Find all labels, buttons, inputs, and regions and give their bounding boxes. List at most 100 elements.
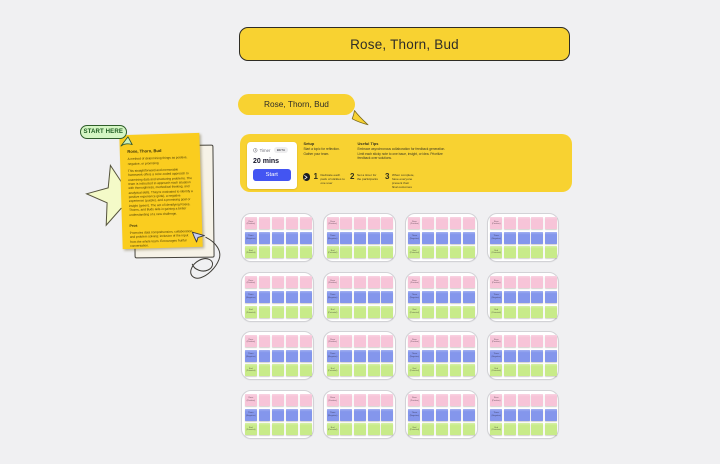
blank-sticky[interactable] [258,408,271,421]
blank-sticky[interactable] [285,408,298,421]
blank-sticky[interactable] [449,408,462,421]
blank-sticky[interactable] [503,305,516,318]
blank-sticky[interactable] [272,231,285,244]
blank-sticky[interactable] [340,408,353,421]
blank-sticky[interactable] [517,394,530,407]
labeled-sticky[interactable]: Thorn (Negative) [244,291,257,304]
labeled-sticky[interactable]: Bud (Potential) [244,246,257,259]
blank-sticky[interactable] [258,305,271,318]
sticky-pack-card[interactable]: Rose (Positive)Thorn (Negative)Bud (Pote… [323,331,396,381]
blank-sticky[interactable] [367,364,380,377]
blank-sticky[interactable] [531,335,544,348]
blank-sticky[interactable] [449,246,462,259]
blank-sticky[interactable] [422,349,435,362]
blank-sticky[interactable] [449,335,462,348]
blank-sticky[interactable] [449,291,462,304]
blank-sticky[interactable] [463,246,476,259]
blank-sticky[interactable] [285,231,298,244]
blank-sticky[interactable] [381,217,394,230]
labeled-sticky[interactable]: Bud (Potential) [408,305,421,318]
blank-sticky[interactable] [422,364,435,377]
blank-sticky[interactable] [422,246,435,259]
blank-sticky[interactable] [367,394,380,407]
blank-sticky[interactable] [422,276,435,289]
blank-sticky[interactable] [258,349,271,362]
labeled-sticky[interactable]: Rose (Positive) [326,276,339,289]
labeled-sticky[interactable]: Bud (Potential) [326,305,339,318]
blank-sticky[interactable] [258,335,271,348]
blank-sticky[interactable] [367,305,380,318]
blank-sticky[interactable] [272,276,285,289]
blank-sticky[interactable] [285,291,298,304]
blank-sticky[interactable] [531,394,544,407]
blank-sticky[interactable] [503,335,516,348]
blank-sticky[interactable] [517,349,530,362]
blank-sticky[interactable] [381,246,394,259]
blank-sticky[interactable] [422,217,435,230]
blank-sticky[interactable] [367,349,380,362]
blank-sticky[interactable] [340,423,353,436]
blank-sticky[interactable] [503,408,516,421]
blank-sticky[interactable] [299,394,312,407]
blank-sticky[interactable] [463,231,476,244]
labeled-sticky[interactable]: Bud (Potential) [408,246,421,259]
blank-sticky[interactable] [517,291,530,304]
blank-sticky[interactable] [545,276,557,289]
blank-sticky[interactable] [531,291,544,304]
blank-sticky[interactable] [299,364,312,377]
blank-sticky[interactable] [340,231,353,244]
labeled-sticky[interactable]: Rose (Positive) [490,217,503,230]
blank-sticky[interactable] [463,335,476,348]
blank-sticky[interactable] [299,408,312,421]
blank-sticky[interactable] [258,246,271,259]
blank-sticky[interactable] [354,276,366,289]
blank-sticky[interactable] [340,217,353,230]
blank-sticky[interactable] [435,231,448,244]
labeled-sticky[interactable]: Thorn (Negative) [326,231,339,244]
blank-sticky[interactable] [285,335,298,348]
labeled-sticky[interactable]: Rose (Positive) [490,394,503,407]
blank-sticky[interactable] [463,364,476,377]
blank-sticky[interactable] [272,291,285,304]
labeled-sticky[interactable]: Bud (Potential) [490,246,503,259]
blank-sticky[interactable] [517,231,530,244]
blank-sticky[interactable] [503,394,516,407]
blank-sticky[interactable] [340,349,353,362]
labeled-sticky[interactable]: Bud (Potential) [490,423,503,436]
blank-sticky[interactable] [381,423,394,436]
blank-sticky[interactable] [422,423,435,436]
blank-sticky[interactable] [340,305,353,318]
blank-sticky[interactable] [517,217,530,230]
blank-sticky[interactable] [354,246,366,259]
sticky-pack-card[interactable]: Rose (Positive)Thorn (Negative)Bud (Pote… [241,272,315,322]
blank-sticky[interactable] [545,349,557,362]
labeled-sticky[interactable]: Thorn (Negative) [490,349,503,362]
labeled-sticky[interactable]: Thorn (Negative) [408,408,421,421]
blank-sticky[interactable] [285,276,298,289]
blank-sticky[interactable] [272,246,285,259]
blank-sticky[interactable] [517,423,530,436]
blank-sticky[interactable] [367,291,380,304]
blank-sticky[interactable] [367,276,380,289]
blank-sticky[interactable] [422,291,435,304]
blank-sticky[interactable] [449,364,462,377]
blank-sticky[interactable] [367,423,380,436]
blank-sticky[interactable] [381,291,394,304]
blank-sticky[interactable] [367,231,380,244]
blank-sticky[interactable] [517,305,530,318]
sticky-pack-card[interactable]: Rose (Positive)Thorn (Negative)Bud (Pote… [404,331,478,381]
blank-sticky[interactable] [531,408,544,421]
blank-sticky[interactable] [422,408,435,421]
blank-sticky[interactable] [449,349,462,362]
blank-sticky[interactable] [367,408,380,421]
blank-sticky[interactable] [503,349,516,362]
blank-sticky[interactable] [503,231,516,244]
blank-sticky[interactable] [503,246,516,259]
blank-sticky[interactable] [531,423,544,436]
play-button[interactable] [302,173,311,181]
labeled-sticky[interactable]: Thorn (Negative) [244,408,257,421]
blank-sticky[interactable] [299,246,312,259]
blank-sticky[interactable] [299,276,312,289]
labeled-sticky[interactable]: Thorn (Negative) [490,408,503,421]
labeled-sticky[interactable]: Thorn (Negative) [326,349,339,362]
